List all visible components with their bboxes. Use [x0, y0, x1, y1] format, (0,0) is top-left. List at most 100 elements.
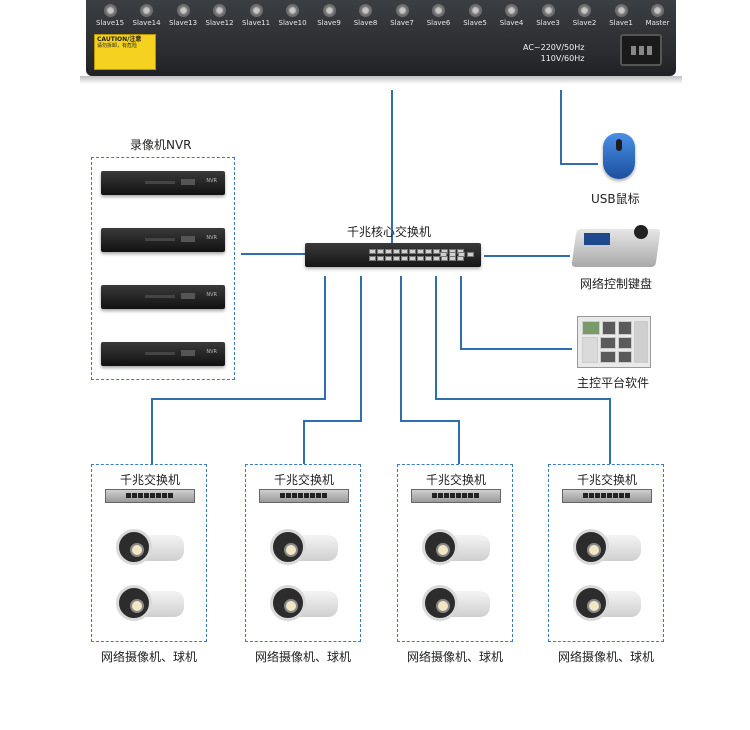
bnc-connector-icon: [395, 4, 409, 17]
bnc-connector-icon: [249, 4, 263, 17]
bullet-camera-icon: [571, 527, 643, 567]
camera-group-caption: 网络摄像机、球机: [557, 650, 654, 664]
bullet-camera-icon: [420, 583, 492, 623]
bullet-camera-icon: [268, 527, 340, 567]
port-label: Slave14: [132, 19, 161, 27]
power-socket-icon: [620, 34, 662, 66]
port-label: Slave9: [317, 19, 341, 27]
nvr-recorder: NVR: [101, 171, 225, 195]
port-master: Master: [644, 4, 672, 30]
line-decoder-to-mouse-v: [560, 90, 562, 164]
core-switch-label: 千兆核心交换机: [347, 225, 432, 239]
camera-group-box: 千兆交换机: [245, 464, 361, 642]
bnc-connector-icon: [578, 4, 591, 17]
port-slave1: Slave1: [607, 4, 635, 30]
power-line-2: 110V/60Hz: [540, 54, 585, 63]
usb-mouse-icon: [603, 133, 635, 179]
bnc-connector-icon: [614, 4, 628, 17]
usb-mouse-label: USB鼠标: [591, 192, 640, 206]
port-label: Slave10: [278, 19, 307, 27]
port-label: Slave8: [353, 19, 378, 27]
camera-group-box: 千兆交换机: [91, 464, 207, 642]
bullet-camera-icon: [114, 583, 186, 623]
line-switch-to-group1-v: [324, 276, 326, 400]
group-switch-label: 千兆交换机: [425, 473, 486, 487]
group-switch-label: 千兆交换机: [273, 473, 334, 487]
gigabit-switch: [411, 489, 501, 503]
line-switch-to-group4-h: [435, 398, 611, 400]
port-label: Slave15: [96, 19, 125, 27]
port-label: Slave5: [463, 19, 487, 27]
control-software-icon: [577, 316, 651, 368]
network-keyboard-label: 网络控制键盘: [580, 277, 653, 291]
port-label: Slave4: [499, 19, 524, 27]
network-keyboard-icon: [571, 223, 661, 273]
bnc-connector-icon: [468, 4, 482, 17]
line-switch-to-software-v: [460, 276, 462, 350]
bnc-connector-icon: [322, 4, 336, 17]
camera-group-caption: 网络摄像机、球机: [406, 650, 503, 664]
nvr-recorder: NVR: [101, 228, 225, 252]
line-switch-to-group2-v: [360, 276, 362, 422]
port-slave9: Slave9: [315, 4, 343, 30]
port-slave15: Slave15: [96, 4, 124, 30]
bnc-connector-icon: [140, 4, 153, 17]
line-switch-to-software-h: [460, 348, 572, 350]
power-label: AC~220V/50Hz 110V/60Hz: [523, 42, 584, 64]
line-switch-to-group4-v: [435, 276, 437, 400]
port-label: Slave7: [390, 19, 414, 27]
line-decoder-to-mouse-h: [560, 163, 598, 165]
bnc-connector-icon: [213, 4, 226, 17]
camera-group-caption: 网络摄像机、球机: [100, 650, 197, 664]
bnc-connector-icon: [286, 4, 299, 17]
nvr-recorder: NVR: [101, 285, 225, 309]
port-label: Slave3: [536, 19, 560, 27]
bullet-camera-icon: [268, 583, 340, 623]
line-switch-to-group1-drop: [151, 398, 153, 464]
port-slave13: Slave13: [169, 4, 197, 30]
power-line-1: AC~220V/50Hz: [523, 43, 585, 52]
bnc-connector-icon: [103, 4, 117, 17]
port-slave5: Slave5: [461, 4, 489, 30]
core-switch: [305, 243, 481, 267]
line-switch-to-group1-h: [151, 398, 326, 400]
port-slave10: Slave10: [279, 4, 307, 30]
port-label: Slave1: [609, 19, 633, 27]
camera-group-box: 千兆交换机: [397, 464, 513, 642]
gigabit-switch: [259, 489, 349, 503]
port-slave11: Slave11: [242, 4, 270, 30]
bnc-connector-icon: [541, 4, 555, 17]
port-label: Slave2: [572, 19, 597, 27]
line-switch-to-group3-drop: [458, 420, 460, 464]
bnc-connector-icon: [359, 4, 372, 17]
port-slave6: Slave6: [425, 4, 453, 30]
port-slave4: Slave4: [498, 4, 526, 30]
port-slave7: Slave7: [388, 4, 416, 30]
caution-text: 请勿拆卸，有危险: [97, 43, 138, 49]
caution-sticker: CAUTION/注意 请勿拆卸，有危险: [94, 34, 156, 70]
nvr-group-label: 录像机NVR: [130, 138, 192, 152]
gigabit-switch: [105, 489, 195, 503]
camera-group-box: 千兆交换机: [548, 464, 664, 642]
camera-group-caption: 网络摄像机、球机: [254, 650, 351, 664]
port-label: Slave13: [169, 19, 198, 27]
port-slave12: Slave12: [206, 4, 234, 30]
port-label: Slave6: [426, 19, 451, 27]
line-decoder-to-switch: [391, 90, 393, 243]
port-label: Slave11: [242, 19, 271, 27]
nvr-recorder: NVR: [101, 342, 225, 366]
control-software-label: 主控平台软件: [577, 376, 650, 390]
port-slave2: Slave2: [571, 4, 599, 30]
line-switch-to-group4-drop: [609, 398, 611, 464]
port-label: Master: [645, 19, 670, 27]
port-slave3: Slave3: [534, 4, 562, 30]
nvr-group-box: NVR NVR NVR NVR: [91, 157, 235, 380]
caution-title: CAUTION/注意: [97, 36, 142, 43]
bullet-camera-icon: [571, 583, 643, 623]
line-switch-to-group2-h: [303, 420, 362, 422]
group-switch-label: 千兆交换机: [576, 473, 637, 487]
line-switch-to-group2-drop: [303, 420, 305, 464]
bnc-connector-icon: [505, 4, 518, 17]
line-nvr-to-switch: [241, 253, 305, 255]
